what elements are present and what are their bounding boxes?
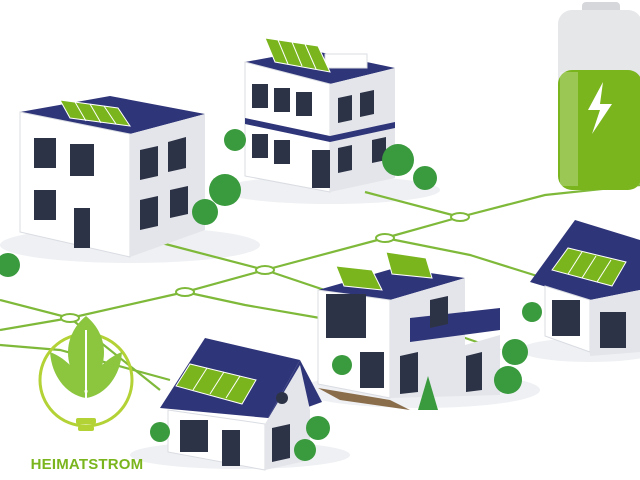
solar-panel bbox=[264, 37, 331, 73]
brand-name: HEIMATSTROM bbox=[30, 456, 144, 473]
battery bbox=[558, 2, 640, 190]
grid-nodes bbox=[60, 212, 470, 323]
battery-charge-level bbox=[558, 70, 640, 190]
house-center bbox=[317, 251, 500, 410]
solar-panel bbox=[335, 251, 433, 291]
solar-panel bbox=[59, 99, 132, 127]
house-right bbox=[530, 220, 640, 356]
solar-panel bbox=[175, 363, 257, 405]
lightning-bolt-icon bbox=[588, 82, 612, 134]
solar-panel bbox=[551, 247, 627, 287]
leaf-bulb-logo-icon bbox=[50, 316, 122, 431]
heimatstrom-logo bbox=[38, 316, 134, 431]
house-top-left bbox=[19, 96, 205, 258]
trees bbox=[0, 129, 542, 461]
house-top-center bbox=[244, 37, 395, 193]
